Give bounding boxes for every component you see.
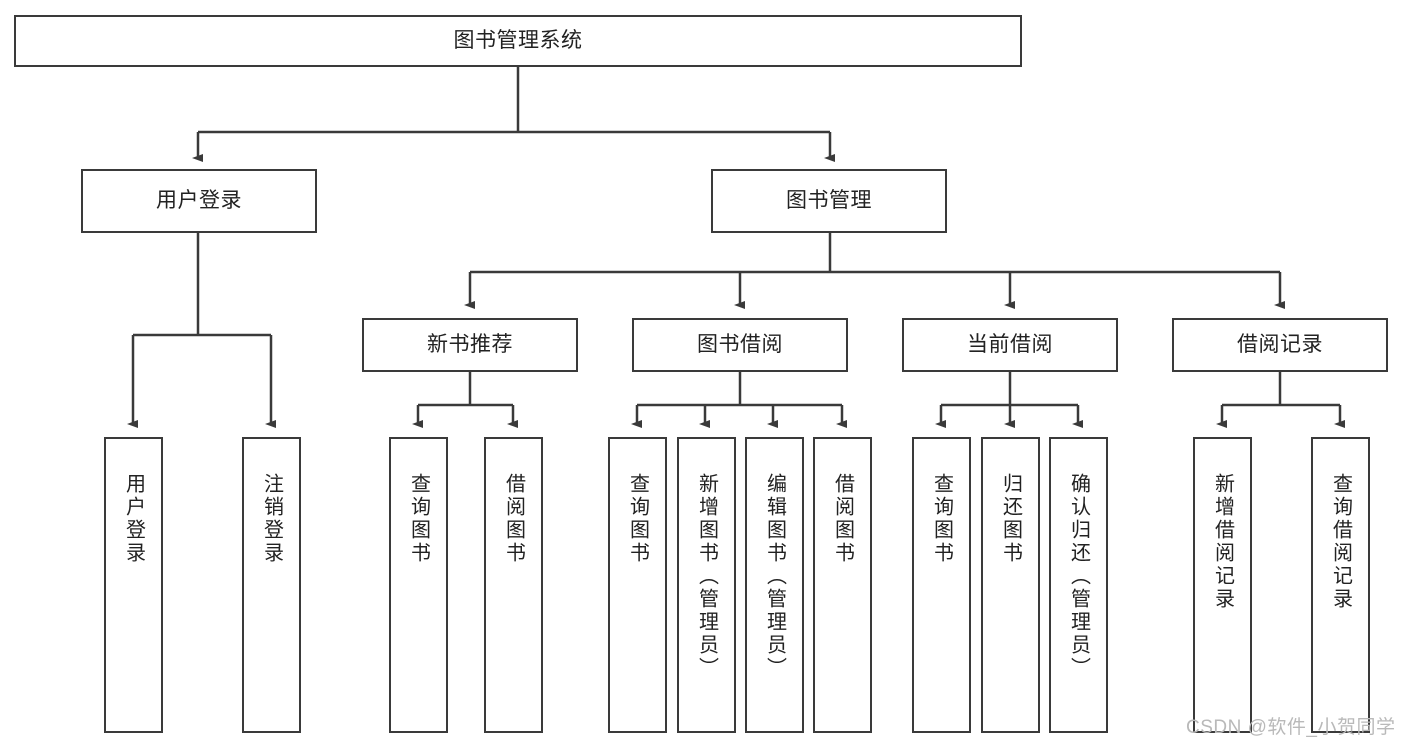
node-label: 借阅记录: [1237, 332, 1323, 356]
node-label: 图书管理: [786, 188, 872, 212]
node-label: 用户登录: [156, 188, 242, 212]
node-label: 用户登录: [122, 473, 145, 565]
node-new-book-recommend[interactable]: 新书推荐: [362, 318, 578, 372]
leaf-return-book[interactable]: 归还图书: [981, 437, 1040, 733]
node-root-system[interactable]: 图书管理系统: [14, 15, 1022, 67]
node-label: 当前借阅: [967, 332, 1053, 356]
node-label: 查询图书: [930, 473, 953, 565]
node-label: 新增图书（管理员）: [695, 473, 718, 680]
leaf-query-book-current[interactable]: 查询图书: [912, 437, 971, 733]
node-label: 借阅图书: [502, 473, 525, 565]
node-label: 图书管理系统: [453, 28, 583, 52]
node-label: 确认归还（管理员）: [1067, 473, 1090, 680]
leaf-user-logout[interactable]: 注销登录: [242, 437, 301, 733]
leaf-add-book-admin[interactable]: 新增图书（管理员）: [677, 437, 736, 733]
node-label: 查询借阅记录: [1329, 473, 1352, 611]
node-current-borrow[interactable]: 当前借阅: [902, 318, 1118, 372]
node-label: 归还图书: [999, 473, 1022, 565]
node-label: 查询图书: [407, 473, 430, 565]
node-user-login[interactable]: 用户登录: [81, 169, 317, 233]
leaf-add-borrow-record[interactable]: 新增借阅记录: [1193, 437, 1252, 733]
leaf-query-book-new[interactable]: 查询图书: [389, 437, 448, 733]
leaf-borrow-book-new[interactable]: 借阅图书: [484, 437, 543, 733]
node-book-management[interactable]: 图书管理: [711, 169, 947, 233]
node-label: 图书借阅: [697, 332, 783, 356]
leaf-confirm-return-admin[interactable]: 确认归还（管理员）: [1049, 437, 1108, 733]
leaf-borrow-book[interactable]: 借阅图书: [813, 437, 872, 733]
node-label: 新增借阅记录: [1211, 473, 1234, 611]
node-label: 查询图书: [626, 473, 649, 565]
node-label: 注销登录: [260, 473, 283, 565]
node-label: 借阅图书: [831, 473, 854, 565]
leaf-query-borrow-record[interactable]: 查询借阅记录: [1311, 437, 1370, 733]
leaf-edit-book-admin[interactable]: 编辑图书（管理员）: [745, 437, 804, 733]
leaf-user-login[interactable]: 用户登录: [104, 437, 163, 733]
node-label: 编辑图书（管理员）: [763, 473, 786, 680]
node-book-borrow[interactable]: 图书借阅: [632, 318, 848, 372]
leaf-query-book-borrow[interactable]: 查询图书: [608, 437, 667, 733]
node-label: 新书推荐: [427, 332, 513, 356]
node-borrow-records[interactable]: 借阅记录: [1172, 318, 1388, 372]
